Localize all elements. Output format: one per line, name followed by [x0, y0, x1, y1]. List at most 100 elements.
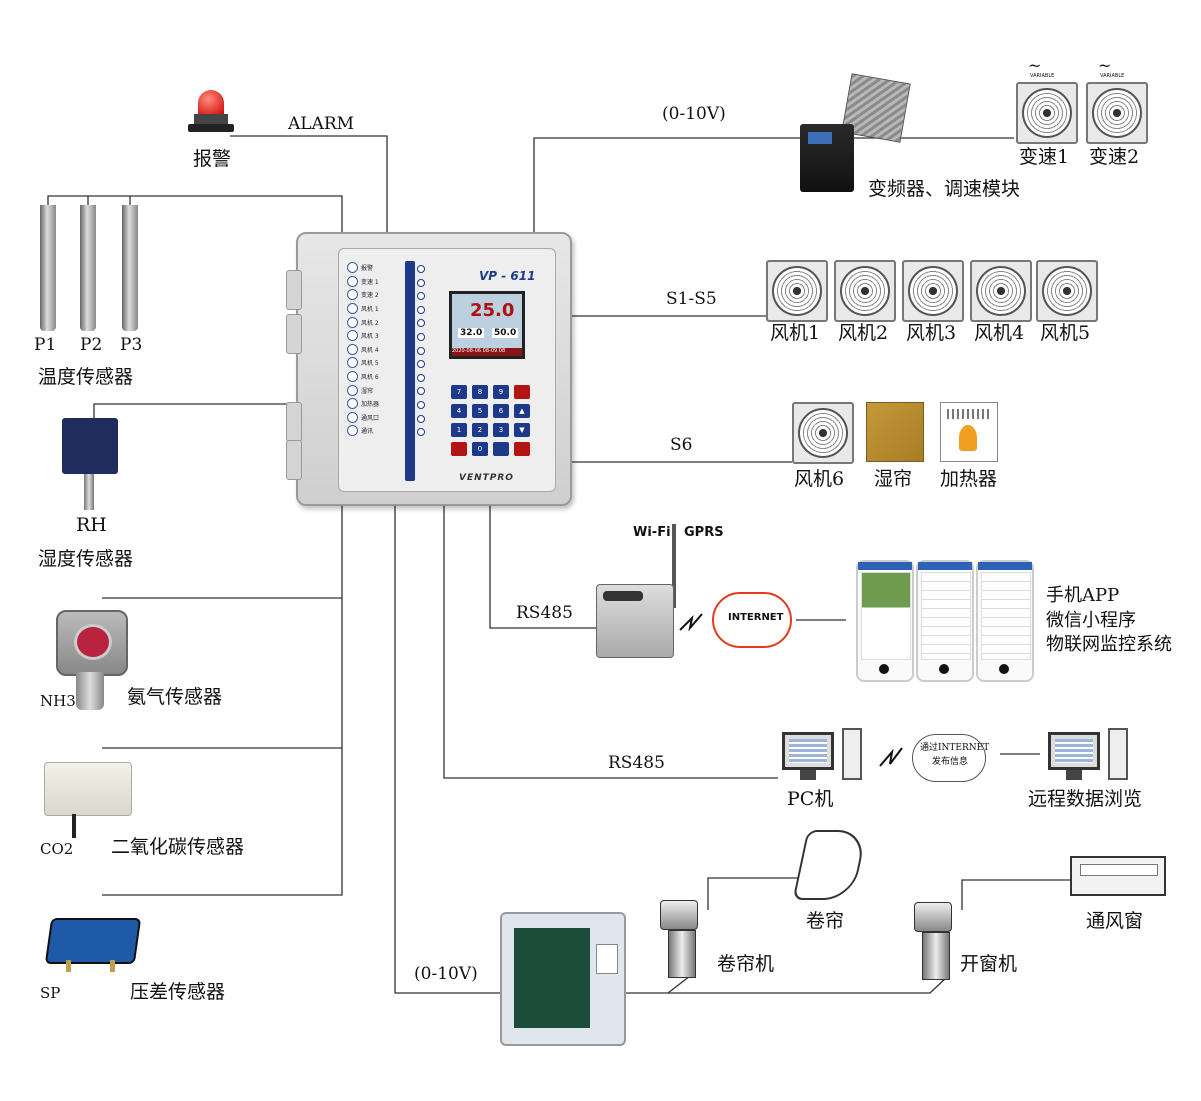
rs485-b-label: RS485: [608, 753, 665, 773]
key-8[interactable]: 8: [472, 385, 488, 399]
cloud-icon: [912, 734, 986, 782]
via-internet-label: 通过INTERNET: [920, 743, 990, 753]
phone-3-icon: [976, 560, 1034, 682]
p1-label: P1: [34, 335, 57, 355]
speed2-label: 变速2: [1089, 146, 1140, 168]
window-motor-icon: [914, 902, 958, 980]
vent-window-label: 通风窗: [1086, 910, 1144, 932]
keypad: 7 8 9 4 5 6 ▲ 1 2 3 ▼ 0: [451, 385, 530, 456]
alarm-line-label: ALARM: [288, 114, 355, 134]
channel-item: 报警: [347, 261, 399, 275]
wet-curtain-icon: [866, 402, 924, 462]
channel-item: 风机 5: [347, 356, 399, 370]
co2-sensor-label: 二氧化碳传感器: [111, 836, 245, 858]
key-2[interactable]: 2: [472, 423, 488, 437]
fan-1-icon: [766, 260, 828, 322]
iot-label: 物联网监控系统: [1046, 634, 1172, 655]
key-4[interactable]: 4: [451, 404, 467, 418]
channel-item: 通风口: [347, 411, 399, 425]
curtain-controller-icon: [500, 912, 626, 1046]
gateway-icon: [596, 584, 674, 658]
variable-curve-icon: ~: [1098, 56, 1112, 75]
display-left-value: 32.0: [458, 328, 485, 338]
co2-sensor-icon: [44, 762, 132, 838]
wire-rh: [93, 403, 296, 418]
analog-top-label: (0-10V): [662, 104, 726, 124]
wire-sensor-trunk: [102, 502, 343, 896]
key-7[interactable]: 7: [451, 385, 467, 399]
alarm-beacon-icon: [188, 90, 234, 136]
phone-1-icon: [856, 560, 914, 682]
fan2-label: 风机2: [838, 322, 889, 344]
wire-rs485-a: [489, 502, 596, 629]
display-right-value: 50.0: [492, 328, 519, 338]
status-strip: [405, 261, 415, 481]
key-up[interactable]: ▲: [514, 404, 530, 418]
temp-probe-p2-icon: [80, 205, 96, 331]
p2-label: P2: [80, 335, 103, 355]
pressure-sensor-icon: [44, 912, 142, 972]
vfd-label: 变频器、调速模块: [868, 178, 1021, 200]
key-1[interactable]: 1: [451, 423, 467, 437]
temp-sensor-label: 温度传感器: [38, 366, 134, 388]
wire-rs485-b: [443, 502, 778, 779]
wire-analog-bottom: [394, 502, 500, 994]
fan6-label: 风机6: [794, 468, 845, 490]
display-temperature: 25.0: [470, 300, 515, 321]
s6-label: S6: [670, 435, 693, 455]
variable-curve-icon: ~: [1028, 56, 1042, 75]
channel-list: 报警 变速 1 变速 2 风机 1 风机 2 风机 3 风机 4 风机 5 风机…: [347, 261, 399, 438]
humidity-sensor-label: 湿度传感器: [38, 548, 134, 570]
key-0[interactable]: 0: [472, 442, 488, 456]
analog-bottom-label: (0-10V): [414, 964, 478, 984]
channel-item: 加热器: [347, 397, 399, 411]
variable-tag-1: VARIABLE: [1030, 73, 1055, 79]
channel-item: 风机 4: [347, 343, 399, 357]
key-5[interactable]: 5: [472, 404, 488, 418]
publish-info-label: 发布信息: [932, 757, 969, 767]
channel-item: 通讯: [347, 424, 399, 438]
speed1-label: 变速1: [1019, 146, 1070, 168]
model-label: VP - 611: [479, 269, 536, 283]
curtain-motor-label: 卷帘机: [717, 953, 775, 975]
heater-icon: [940, 402, 998, 462]
key-fan[interactable]: [451, 442, 467, 456]
s1s5-label: S1-S5: [666, 289, 717, 309]
brand-label: VENTPRO: [459, 473, 514, 483]
key-power[interactable]: [514, 385, 530, 399]
key-dot[interactable]: [493, 442, 509, 456]
co2-label: CO2: [40, 840, 74, 858]
gprs-label: GPRS: [684, 525, 724, 540]
temp-probe-p1-icon: [40, 205, 56, 331]
variable-tag-2: VARIABLE: [1100, 73, 1125, 79]
vent-window-icon: [1070, 856, 1166, 896]
wire-temp: [47, 195, 343, 232]
display-date: 2020-08-06 08-09 08: [452, 348, 522, 356]
fan3-label: 风机3: [906, 322, 957, 344]
key-6[interactable]: 6: [493, 404, 509, 418]
humidity-sensor-icon: [62, 418, 118, 510]
channel-item: 风机 2: [347, 315, 399, 329]
channel-item: 变速 2: [347, 288, 399, 302]
variable-fan-2-icon: [1086, 82, 1148, 144]
key-down[interactable]: ▼: [514, 423, 530, 437]
alarm-label: 报警: [193, 148, 232, 170]
pressure-sensor-label: 压差传感器: [130, 981, 226, 1003]
key-9[interactable]: 9: [493, 385, 509, 399]
wire-analog-top: [533, 137, 812, 232]
channel-item: 变速 1: [347, 275, 399, 289]
sp-label: SP: [40, 984, 61, 1002]
wire-alarm: [230, 135, 388, 232]
key-3[interactable]: 3: [493, 423, 509, 437]
key-enter[interactable]: [514, 442, 530, 456]
controller-panel: 报警 变速 1 变速 2 风机 1 风机 2 风机 3 风机 4 风机 5 风机…: [338, 248, 556, 492]
window-motor-label: 开窗机: [960, 953, 1018, 975]
antenna-icon: [672, 524, 676, 608]
rs485-a-label: RS485: [516, 603, 573, 623]
curtain-motor-icon: [660, 900, 704, 978]
channel-item: 风机 6: [347, 370, 399, 384]
temp-probe-p3-icon: [122, 205, 138, 331]
fan1-label: 风机1: [770, 322, 821, 344]
heater-label: 加热器: [940, 468, 998, 490]
remote-label: 远程数据浏览: [1028, 788, 1143, 810]
